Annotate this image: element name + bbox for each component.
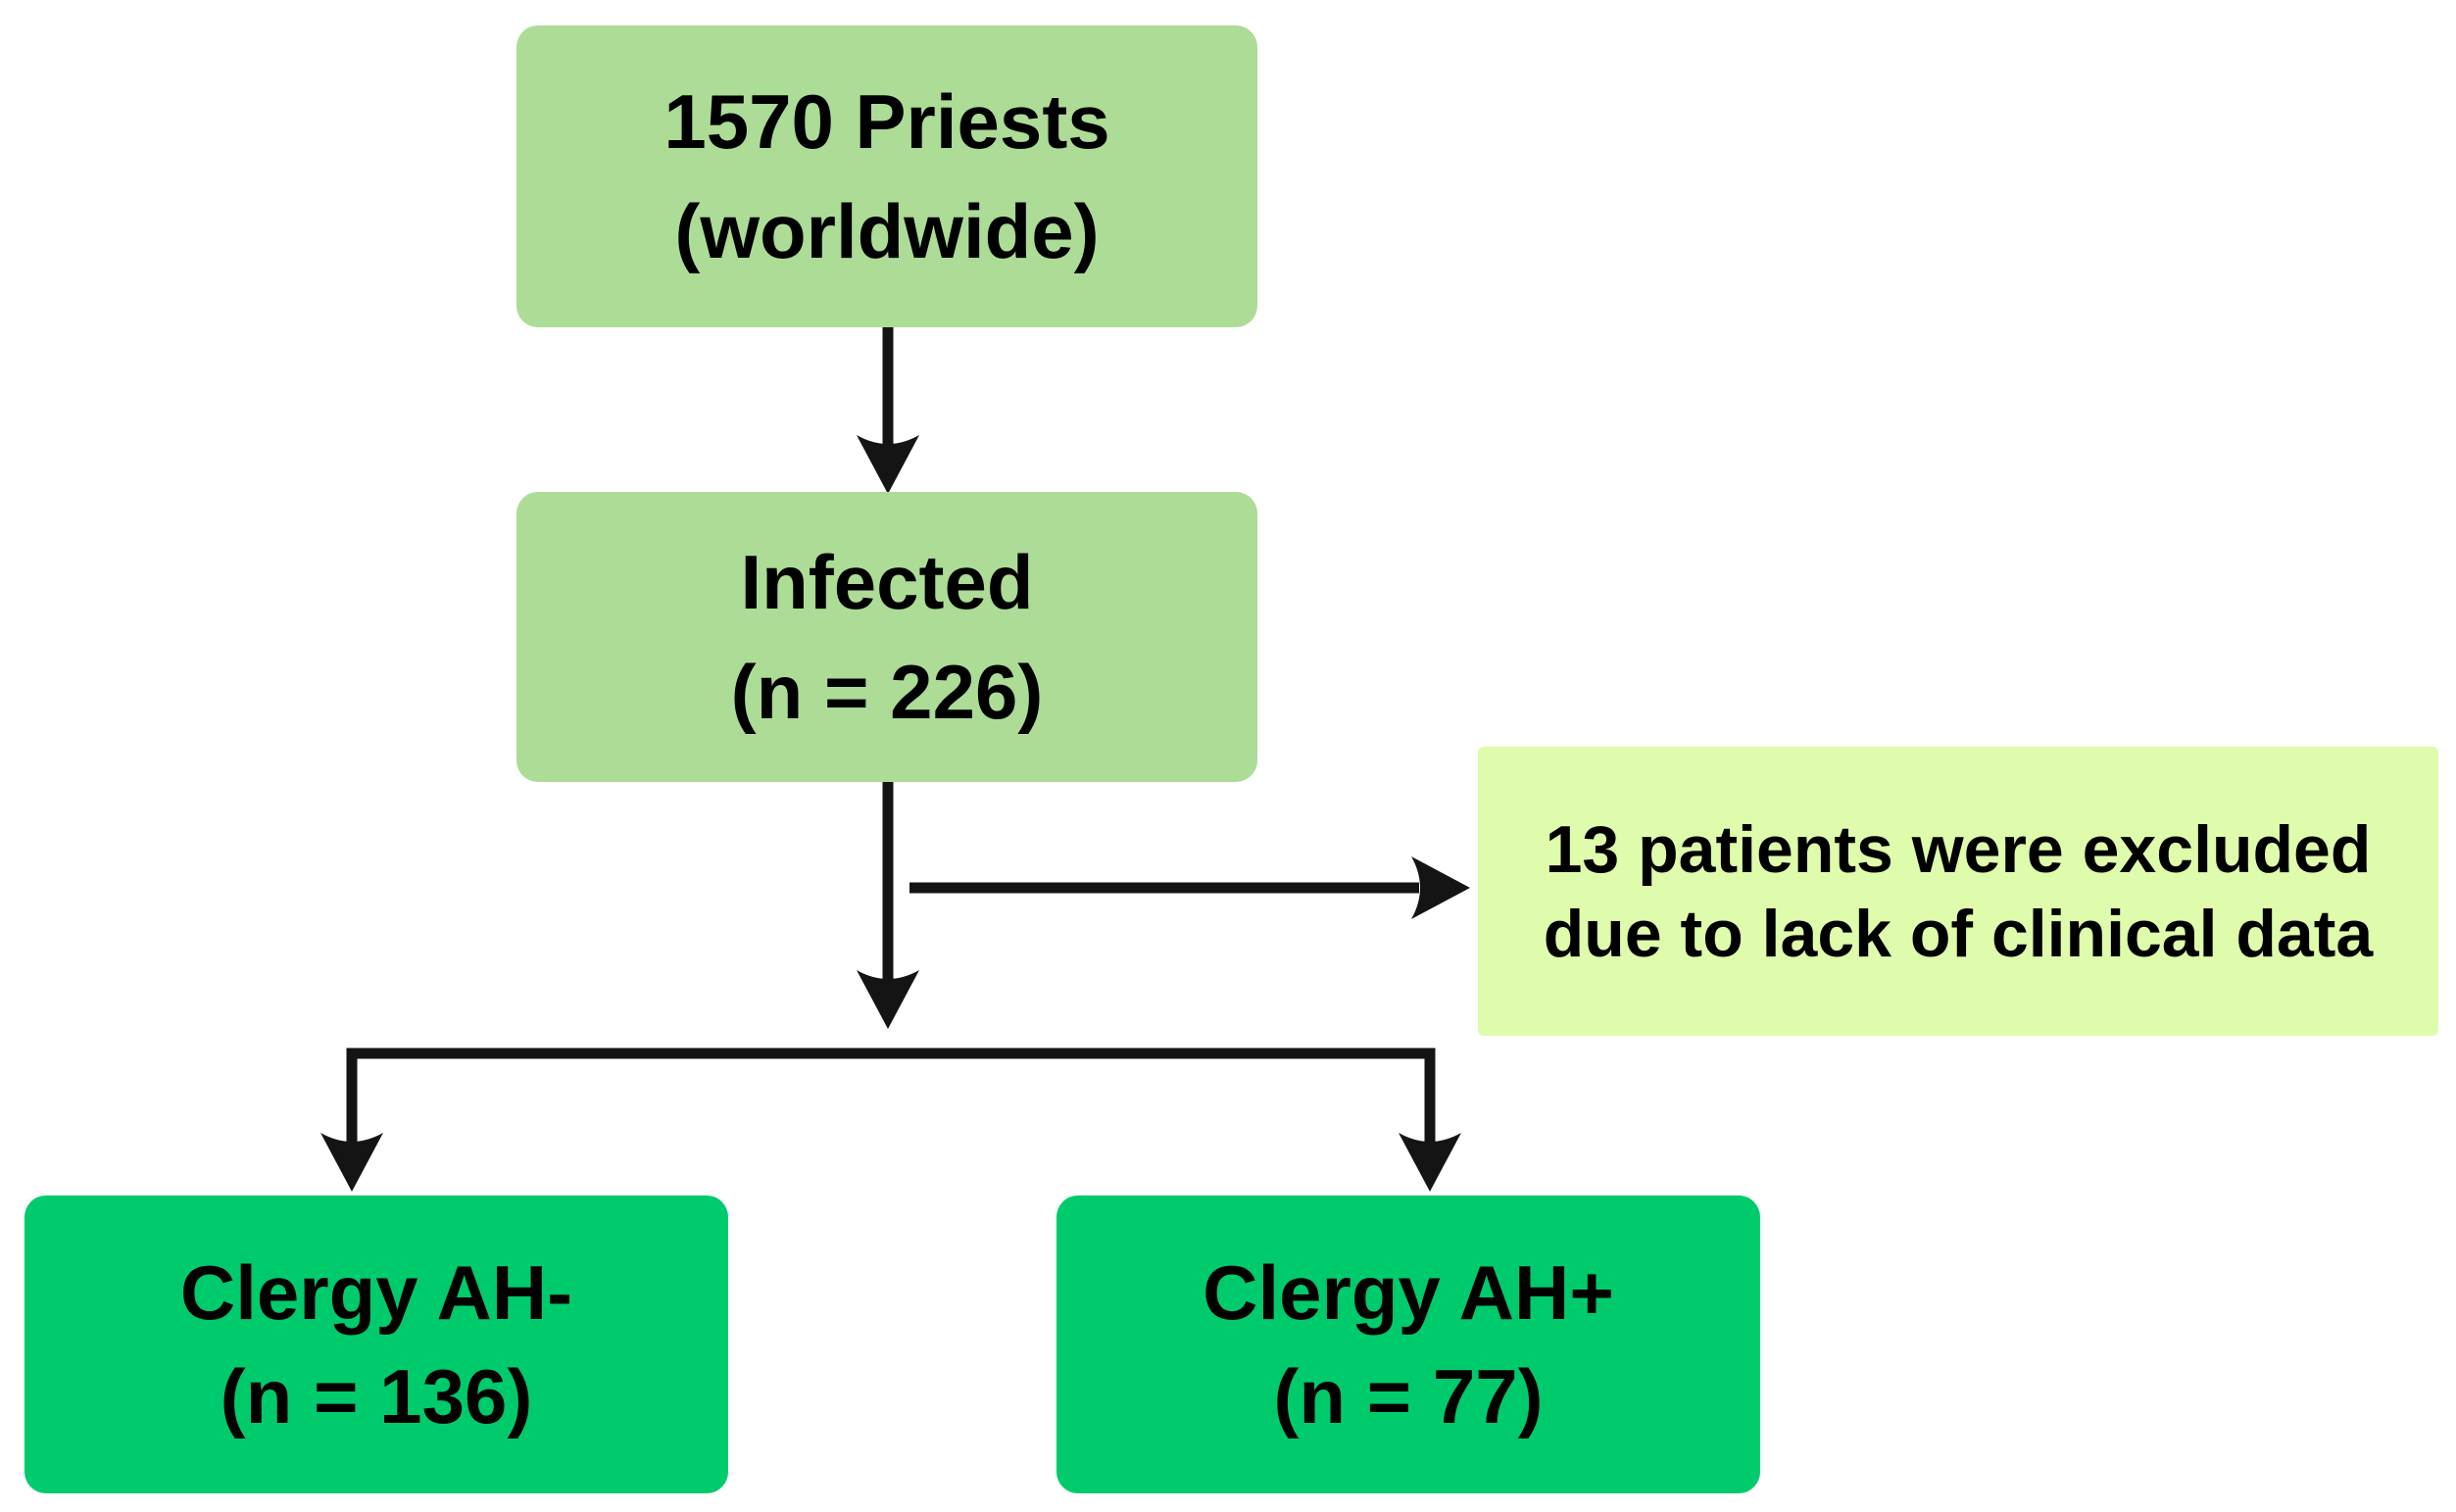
arrow-split-to-ah-pos-head xyxy=(1399,1133,1461,1192)
node-clergy-ah-negative-line2: (n = 136) xyxy=(220,1353,533,1439)
arrow-infected-to-split-head xyxy=(857,970,919,1029)
node-clergy-ah-positive: Clergy AH+ (n = 77) xyxy=(1056,1195,1760,1493)
arrow-excluded-branch-head xyxy=(1411,856,1470,919)
arrow-total-to-infected-head xyxy=(857,435,919,494)
node-total-priests-line1: 1570 Priests xyxy=(663,78,1110,165)
node-clergy-ah-positive-line1: Clergy AH+ xyxy=(1203,1249,1614,1336)
node-total-priests-line2: (worldwide) xyxy=(674,188,1100,274)
node-excluded-patients-line2: due to lack of clinical data xyxy=(1543,896,2374,971)
node-clergy-ah-negative-line1: Clergy AH- xyxy=(179,1249,573,1336)
node-excluded-patients: 13 patients were excluded due to lack of… xyxy=(1478,747,2438,1036)
node-infected: Infected (n = 226) xyxy=(516,492,1257,782)
node-infected-line2: (n = 226) xyxy=(730,649,1044,735)
arrow-split-to-ah-neg-head xyxy=(320,1133,383,1192)
node-total-priests: 1570 Priests (worldwide) xyxy=(516,25,1257,327)
node-infected-line1: Infected xyxy=(740,539,1034,625)
node-excluded-patients-line1: 13 patients were excluded xyxy=(1545,811,2372,887)
node-clergy-ah-negative: Clergy AH- (n = 136) xyxy=(25,1195,728,1493)
split-bar xyxy=(346,1048,1436,1146)
node-clergy-ah-positive-line2: (n = 77) xyxy=(1273,1353,1544,1439)
